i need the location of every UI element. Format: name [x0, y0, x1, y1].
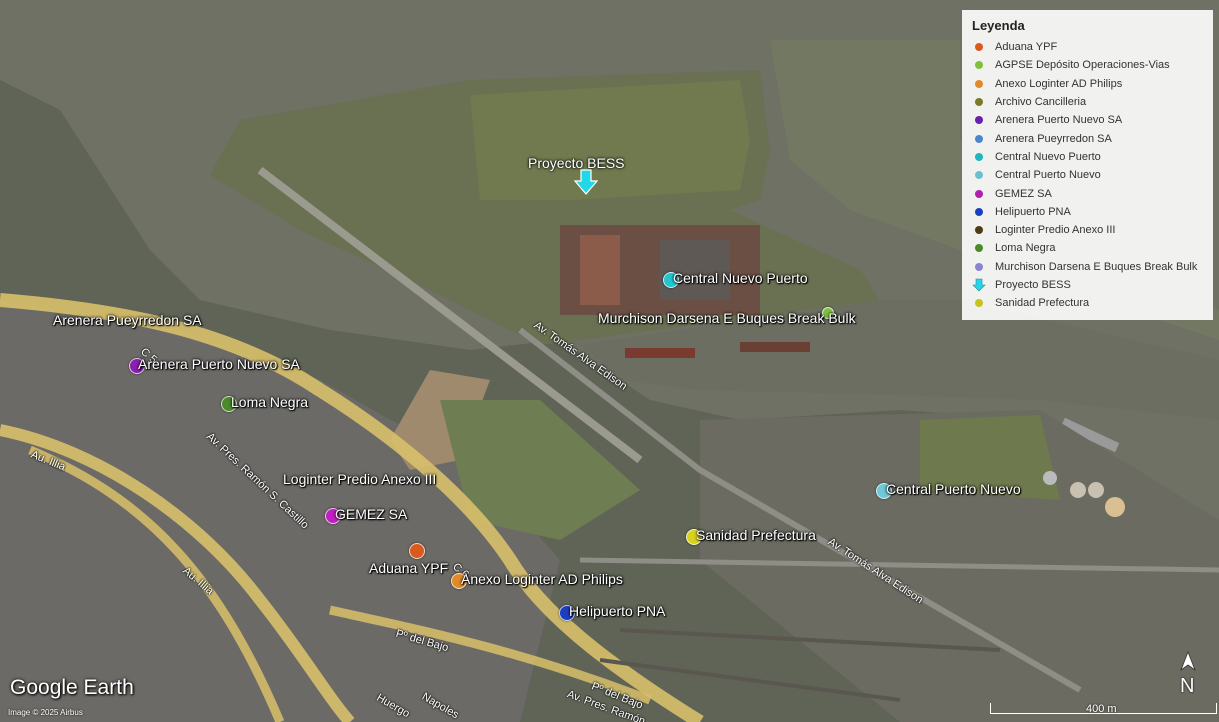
legend-item-label: Archivo Cancilleria: [995, 96, 1087, 109]
legend-item-label: Arenera Puerto Nuevo SA: [995, 114, 1123, 127]
legend-item-label: Central Nuevo Puerto: [995, 150, 1101, 163]
legend-item-label: Sanidad Prefectura: [995, 297, 1090, 310]
legend-item-label: Aduana YPF: [995, 41, 1058, 54]
compass-icon[interactable]: [1176, 650, 1200, 696]
pin-icon: [686, 529, 702, 545]
legend-panel: Leyenda Aduana YPF AGPSE Depósito Operaci…: [962, 10, 1213, 320]
legend-dot-icon: [975, 134, 983, 143]
legend-item: Murchison Darsena E Buques Break Bulk: [972, 258, 1203, 276]
legend-item: Anexo Loginter AD Philips: [972, 75, 1203, 93]
legend-item: Loginter Predio Anexo III: [972, 221, 1203, 239]
legend-item-label: Helipuerto PNA: [995, 205, 1071, 218]
image-credit: Image © 2025 Airbus: [8, 708, 83, 717]
legend-item-label: GEMEZ SA: [995, 187, 1052, 200]
legend-item: Arenera Pueyrredon SA: [972, 129, 1203, 147]
legend-dot-icon: [975, 189, 983, 198]
placemark-label: Anexo Loginter AD Philips: [461, 571, 623, 587]
legend-dot-icon: [975, 79, 983, 88]
legend-dot-icon: [975, 61, 983, 70]
placemark-label: Loginter Predio Anexo III: [283, 471, 437, 487]
legend-title: Leyenda: [972, 18, 1025, 33]
legend-item: Central Nuevo Puerto: [972, 148, 1203, 166]
placemark-label: Aduana YPF: [369, 560, 449, 576]
legend-item: Proyecto BESS: [972, 276, 1203, 294]
legend-dot-icon: [975, 98, 983, 107]
placemark-label: Sanidad Prefectura: [696, 527, 816, 543]
legend-item: Helipuerto PNA: [972, 203, 1203, 221]
compass-north-label: N: [1180, 675, 1195, 697]
legend-dot-icon: [975, 171, 983, 180]
legend-item: Arenera Puerto Nuevo SA: [972, 111, 1203, 129]
legend-item: Central Puerto Nuevo: [972, 166, 1203, 184]
down-arrow-icon[interactable]: [574, 169, 598, 195]
legend-item-label: Murchison Darsena E Buques Break Bulk: [995, 260, 1198, 273]
legend-dot-icon: [975, 207, 983, 216]
pin-icon: [325, 508, 341, 524]
legend-dot-icon: [975, 262, 983, 271]
placemark-label: Central Puerto Nuevo: [886, 481, 1021, 497]
legend-item-label: Central Puerto Nuevo: [995, 169, 1101, 182]
legend-item: AGPSE Depósito Operaciones-Vias: [972, 56, 1203, 74]
legend-dot-icon: [975, 116, 983, 125]
legend-dot-icon: [975, 226, 983, 235]
pin-icon: [822, 307, 834, 319]
legend-item-label: AGPSE Depósito Operaciones-Vias: [995, 59, 1170, 72]
down-arrow-icon: [972, 278, 986, 292]
legend-item-label: Loginter Predio Anexo III: [995, 224, 1116, 237]
legend-item: Loma Negra: [972, 239, 1203, 257]
legend-dot-icon: [975, 244, 983, 253]
legend-item-label: Arenera Pueyrredon SA: [995, 132, 1112, 145]
pin-icon: [409, 543, 425, 559]
legend-item: GEMEZ SA: [972, 184, 1203, 202]
placemark-label: Loma Negra: [231, 394, 309, 410]
pin-icon: [559, 605, 575, 621]
pin-icon: [129, 358, 145, 374]
placemark-label: GEMEZ SA: [335, 506, 408, 522]
legend-item-label: Anexo Loginter AD Philips: [995, 77, 1123, 90]
placemark-label: Central Nuevo Puerto: [673, 270, 808, 286]
legend-item: Aduana YPF: [972, 38, 1203, 56]
legend-item-label: Loma Negra: [995, 242, 1056, 255]
pin-icon: [221, 396, 237, 412]
scale-label: 400 m: [1086, 703, 1117, 715]
pin-icon: [663, 272, 679, 288]
legend-list: Aduana YPF AGPSE Depósito Operaciones-Via…: [972, 38, 1203, 312]
legend-item: Sanidad Prefectura: [972, 294, 1203, 312]
pin-icon: [451, 573, 467, 589]
legend-item-label: Proyecto BESS: [995, 279, 1071, 291]
legend-item: Archivo Cancilleria: [972, 93, 1203, 111]
legend-dot-icon: [975, 299, 983, 308]
placemark-label: Murchison Darsena E Buques Break Bulk: [598, 310, 856, 326]
legend-dot-icon: [975, 152, 983, 161]
pin-icon: [876, 483, 892, 499]
placemark-label: Helipuerto PNA: [569, 603, 666, 619]
placemark-label: Arenera Pueyrredon SA: [53, 312, 202, 328]
google-earth-logo: Google Earth: [10, 676, 134, 699]
legend-dot-icon: [975, 43, 983, 52]
project-bess-label: Proyecto BESS: [528, 155, 625, 171]
placemark-label: Arenera Puerto Nuevo SA: [138, 356, 300, 372]
scale-bar: [990, 703, 1217, 714]
